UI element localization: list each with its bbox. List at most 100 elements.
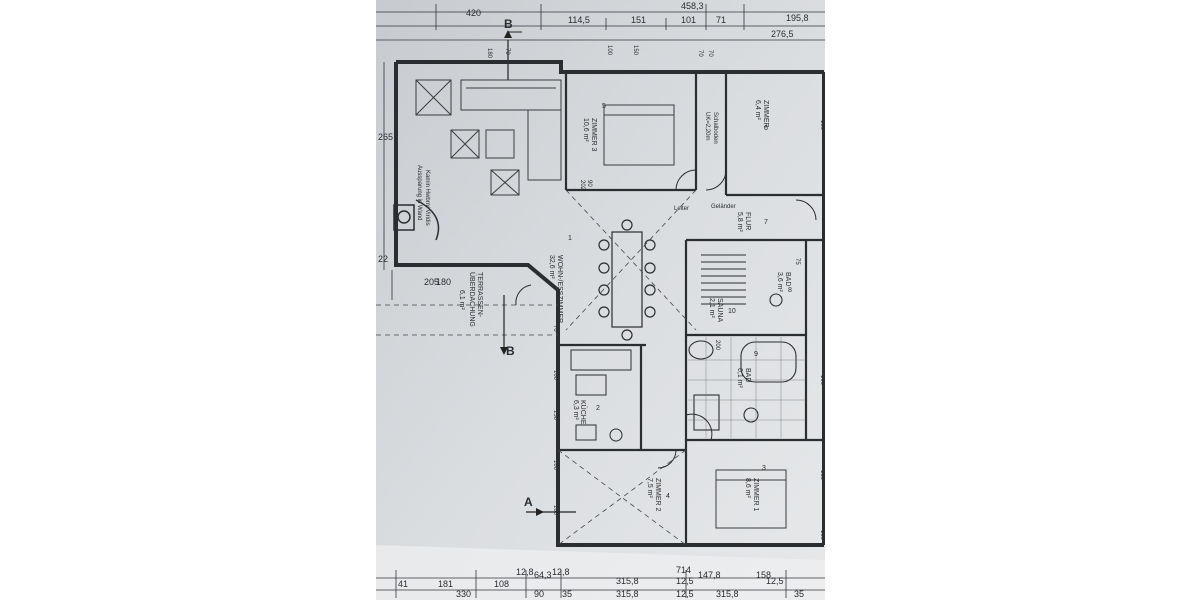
bottom-dim-9: 158	[756, 570, 771, 580]
room-2-number: 2	[596, 405, 600, 412]
room-3-number: 3	[762, 465, 766, 472]
left-dim-2: 180	[436, 277, 451, 287]
bottom-dim-3: 108	[494, 579, 509, 589]
room-1-area: 32,6 m²	[548, 255, 555, 279]
bottom-dim-15: 35	[562, 589, 572, 599]
sofa	[460, 79, 562, 181]
bottom-dim-7: 714	[676, 565, 691, 575]
bottom-dim-17: 12,5	[676, 589, 694, 599]
kitchen-counter	[570, 349, 632, 442]
room-8-name: BAD	[784, 272, 791, 286]
bottom-dim-12: 12,5	[766, 576, 784, 586]
terrasse-area: 6,1 m²	[458, 290, 465, 311]
bottom-dim-13: 330	[456, 589, 471, 599]
bottom-dim-8: 147,8	[698, 570, 721, 580]
room-3-name: ZIMMER 1	[752, 478, 759, 512]
room-9-area: 6,1 m²	[736, 368, 743, 389]
fireplace	[393, 199, 440, 241]
top-dim-4: 114,5	[568, 15, 590, 25]
room-7-name: FLUR	[744, 212, 751, 230]
schalboden-label: Schalboden	[712, 112, 718, 144]
wall-dim-14: 70	[552, 325, 558, 332]
terrasse-label-2: ÜBERDACHUNG	[468, 272, 476, 327]
svg-text:B: B	[506, 344, 515, 358]
svg-text:B: B	[504, 17, 513, 31]
room-1-number: 1	[568, 235, 572, 242]
wall-dim-9: 100	[552, 370, 558, 381]
top-dim-8: 276,5	[771, 29, 794, 39]
bottom-dim-6: 12,8	[552, 567, 570, 577]
room-7-number: 7	[764, 219, 768, 226]
left-dim-4: 22	[378, 254, 388, 264]
doors	[515, 169, 817, 469]
bottom-dim-18: 315,8	[716, 589, 739, 599]
room-6-area: 6,4 m²	[754, 100, 761, 121]
door-dim-2: 202	[579, 180, 585, 191]
room-3-area: 8,6 m²	[744, 478, 751, 499]
room-9-name: BAD	[744, 368, 751, 382]
room-9-number: 9	[754, 351, 758, 358]
top-dim-1: 420	[466, 8, 481, 18]
window-box	[415, 79, 452, 116]
gelaender-label: Geländer	[711, 204, 736, 210]
wall-dim-10: 100	[552, 460, 558, 471]
room-10-area: 2,1 m²	[708, 298, 715, 319]
door-dim-4: 75	[794, 258, 800, 265]
top-dim-3: 195,8	[786, 13, 809, 23]
left-dim-1: 265	[378, 132, 393, 142]
wall-dim-11: 150	[819, 470, 825, 481]
room-5-name: ZIMMER 3	[590, 118, 597, 152]
wall-dim-12: 100	[819, 375, 825, 386]
room-2-name: KÜCHE	[579, 400, 587, 425]
bottom-dim-1: 41	[398, 579, 408, 589]
dining-table	[598, 219, 656, 341]
room-2-area: 6,3 m²	[572, 400, 579, 421]
wall-dim-8: 150	[552, 410, 558, 421]
room-10-number: 10	[728, 308, 736, 315]
bottom-dim-19: 35	[794, 589, 804, 599]
floor-plan-photo: 420 458,3 195,8 114,5 151 101 7 1 276,5 B	[376, 0, 825, 600]
sauna-benches	[701, 254, 746, 305]
wall-dim-3: 150	[632, 45, 638, 56]
top-dim-6: 101	[681, 15, 696, 25]
bottom-dim-10: 12,5	[676, 576, 694, 586]
leiter-label: Leiter	[674, 206, 689, 212]
room-8-number: 8	[788, 287, 792, 294]
aussparung-label: Aussparung in Wand	[416, 165, 422, 220]
wall-dim-13: 100	[552, 505, 558, 516]
chairs	[450, 129, 520, 196]
svg-text:A: A	[524, 495, 533, 509]
room-5-area: 10,6 m²	[582, 118, 589, 142]
room-5-number: 5	[602, 103, 606, 110]
bottom-dim-4: 12,8	[516, 567, 534, 577]
room-1-name: WOHN-/ESSZIMMER	[556, 255, 563, 323]
kamin-label: Kamin Hwbrn/ Viridis	[424, 170, 430, 226]
bottom-dim-14: 90	[534, 589, 544, 599]
outer-walls	[394, 60, 825, 547]
bath-fixtures	[688, 293, 797, 431]
wall-dim-5: 70	[697, 50, 703, 57]
door-dim-1: 90	[586, 180, 592, 187]
section-marker-b-bottom: B	[500, 295, 515, 358]
wall-dim-1: 180	[486, 48, 492, 59]
room-8-area: 3,6 m²	[776, 272, 783, 293]
room-labels: WOHN-/ESSZIMMER 32,6 m² 1 KÜCHE 6,3 m² 2…	[548, 100, 792, 512]
room-4-name: ZIMMER 2	[654, 478, 661, 512]
wall-dim-7: 100	[819, 120, 825, 131]
room-10-name: SAUNA	[716, 298, 723, 322]
bottom-dimension-lines	[376, 570, 825, 598]
door-dim-3: 200	[714, 340, 720, 351]
bed-zimmer-1	[715, 469, 787, 529]
dashed-lines	[376, 189, 697, 546]
schalboden-height: UK=2,20m	[704, 112, 710, 141]
left-dimension-lines	[383, 62, 393, 300]
room-6-number: 6	[764, 125, 768, 132]
top-dim-2: 458,3	[681, 1, 704, 11]
wall-dim-2: 70	[504, 48, 510, 55]
floor-plan-drawing: 420 458,3 195,8 114,5 151 101 7 1 276,5 B	[376, 0, 825, 600]
bed-zimmer-3	[603, 104, 675, 166]
room-7-area: 5,8 m²	[736, 212, 743, 233]
wall-dim-4: 100	[606, 45, 612, 56]
room-4-number: 4	[666, 493, 670, 500]
top-dim-5: 151	[631, 15, 646, 25]
